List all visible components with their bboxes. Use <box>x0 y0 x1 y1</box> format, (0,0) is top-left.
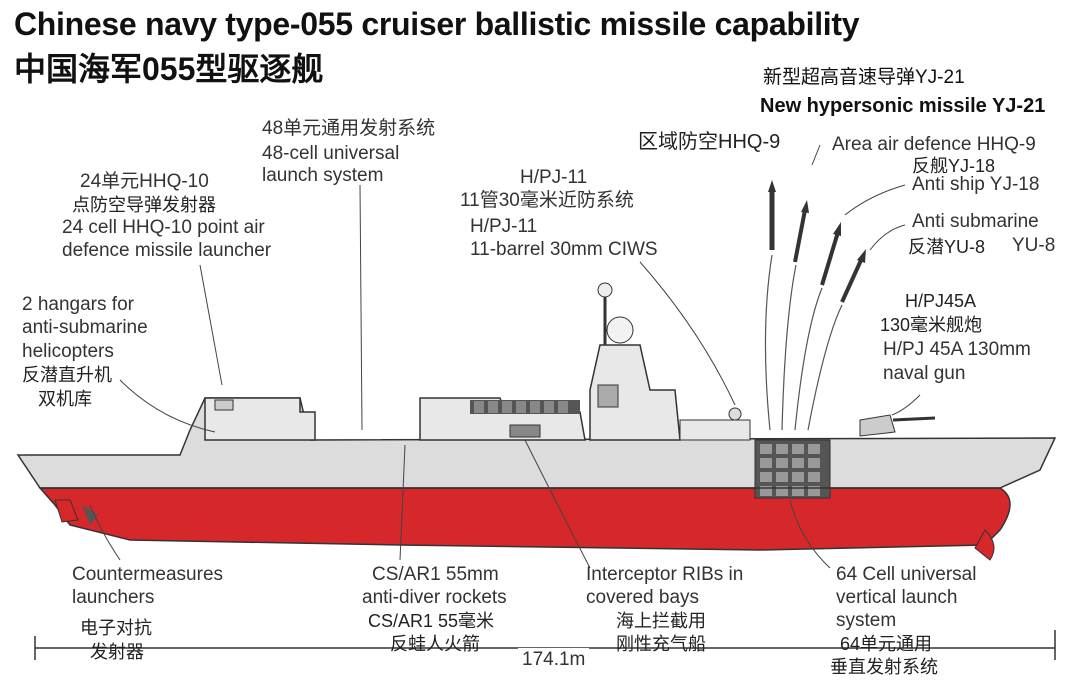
callout-line <box>89 504 121 561</box>
title-chinese: 中国海军055型驱逐舰 <box>14 51 324 87</box>
ship-length: 174.1m <box>518 648 590 671</box>
launch-trail <box>764 254 773 431</box>
hhq10-zh2: 点防空导弹发射器 <box>72 195 216 215</box>
title-english: Chinese navy type-055 cruiser ballistic … <box>14 6 860 42</box>
forward-deckhouse <box>679 419 751 441</box>
ciws-zh: 11管30毫米近防系统 <box>460 190 634 211</box>
naval-gun <box>859 414 896 437</box>
ribs-zh1: 海上拦截用 <box>616 611 706 631</box>
ribs-zh2: 刚性充气船 <box>616 634 706 654</box>
yj18-en: Anti ship YJ-18 <box>912 174 1040 195</box>
callout-line <box>869 224 906 251</box>
mast-dome <box>597 282 613 298</box>
callout-line <box>524 439 591 569</box>
rib-bay <box>509 424 541 438</box>
vls48-en2: launch system <box>262 165 384 186</box>
vls48-en1: 48-cell universal <box>262 143 400 164</box>
missile-yj18 <box>820 222 841 286</box>
yu8-en: Anti submarine <box>912 211 1039 232</box>
callout-line <box>891 394 921 416</box>
vls64-en3: system <box>836 610 897 631</box>
vls64-zh1: 64单元通用 <box>840 634 933 654</box>
vls48-zh: 48单元通用发射系统 <box>262 118 436 139</box>
rockets-zh1: CS/AR1 55毫米 <box>368 611 495 631</box>
callout-line <box>119 379 216 433</box>
vls64-en2: vertical launch <box>836 587 958 608</box>
callout-line <box>199 264 223 386</box>
missile-hhq9 <box>793 200 809 263</box>
ciws-en: 11-barrel 30mm CIWS <box>470 239 658 260</box>
callout-line <box>789 499 831 569</box>
launch-trail <box>794 287 823 431</box>
vls64-zh2: 垂直发射系统 <box>830 657 938 677</box>
vls-64-grid <box>760 444 820 496</box>
missile-yj21 <box>768 180 776 250</box>
hhq10-zh: 24单元HHQ-10 <box>80 171 209 192</box>
radar-panel <box>597 384 619 408</box>
ciws-code1: H/PJ-11 <box>520 167 588 188</box>
ribs-en1: Interceptor RIBs in <box>586 564 744 585</box>
callout-line <box>399 444 406 561</box>
yj21-en: New hypersonic missile YJ-21 <box>760 95 1046 117</box>
rockets-zh2: 反蛙人火箭 <box>390 634 480 654</box>
callout-line <box>359 184 363 431</box>
hull-underwater <box>38 487 1011 551</box>
vls64-en1: 64 Cell universal <box>836 564 977 585</box>
hangars-en1: 2 hangars for <box>22 294 134 315</box>
yu8-zh: 反潜YU-8 <box>908 237 986 257</box>
tower-dome <box>606 316 634 344</box>
launch-trail <box>781 264 797 431</box>
gun-en1: H/PJ 45A 130mm <box>883 339 1031 360</box>
gun-zh: 130毫米舰炮 <box>880 315 983 335</box>
hhq9-zh: 区域防空HHQ-9 <box>638 131 781 153</box>
countermeasures-en2: launchers <box>72 587 155 608</box>
hangars-en2: anti-submarine <box>22 317 148 338</box>
missile-yu8 <box>840 249 866 303</box>
main-tower <box>589 344 681 441</box>
countermeasures-zh1: 电子对抗 <box>80 618 152 638</box>
hhq9-en: Area air defence HHQ-9 <box>832 134 1036 155</box>
callout-line <box>811 144 821 166</box>
gun-code: H/PJ45A <box>905 291 977 311</box>
propeller <box>82 505 98 525</box>
gun-barrel <box>892 416 936 422</box>
hhq10-en1: 24 cell HHQ-10 point air <box>62 217 265 238</box>
hangars-zh1: 反潜直升机 <box>22 365 112 385</box>
yj21-zh: 新型超高音速导弹YJ-21 <box>763 67 965 88</box>
yu8-code: YU-8 <box>1012 235 1056 256</box>
yj18-zh: 反舰YJ-18 <box>912 156 996 176</box>
hangars-en3: helicopters <box>22 341 114 362</box>
countermeasures-zh2: 发射器 <box>90 642 144 662</box>
rockets-en1: CS/AR1 55mm <box>372 564 499 585</box>
ciws-mount <box>728 407 742 421</box>
ribs-en2: covered bays <box>586 587 700 608</box>
vls-48-cells <box>470 400 580 414</box>
bow-bulb <box>974 529 995 561</box>
hhq10-launcher <box>214 399 234 411</box>
gun-en2: naval gun <box>883 363 966 384</box>
hangars-zh2: 双机库 <box>38 389 92 409</box>
hhq10-en2: defence missile launcher <box>62 240 272 261</box>
countermeasures-en1: Countermeasures <box>72 564 224 585</box>
callout-line <box>639 261 736 406</box>
ciws-code2: H/PJ-11 <box>470 216 538 237</box>
rudder <box>54 499 79 523</box>
launch-trail <box>807 304 843 431</box>
rockets-en2: anti-diver rockets <box>362 587 507 608</box>
callout-line <box>844 184 906 216</box>
